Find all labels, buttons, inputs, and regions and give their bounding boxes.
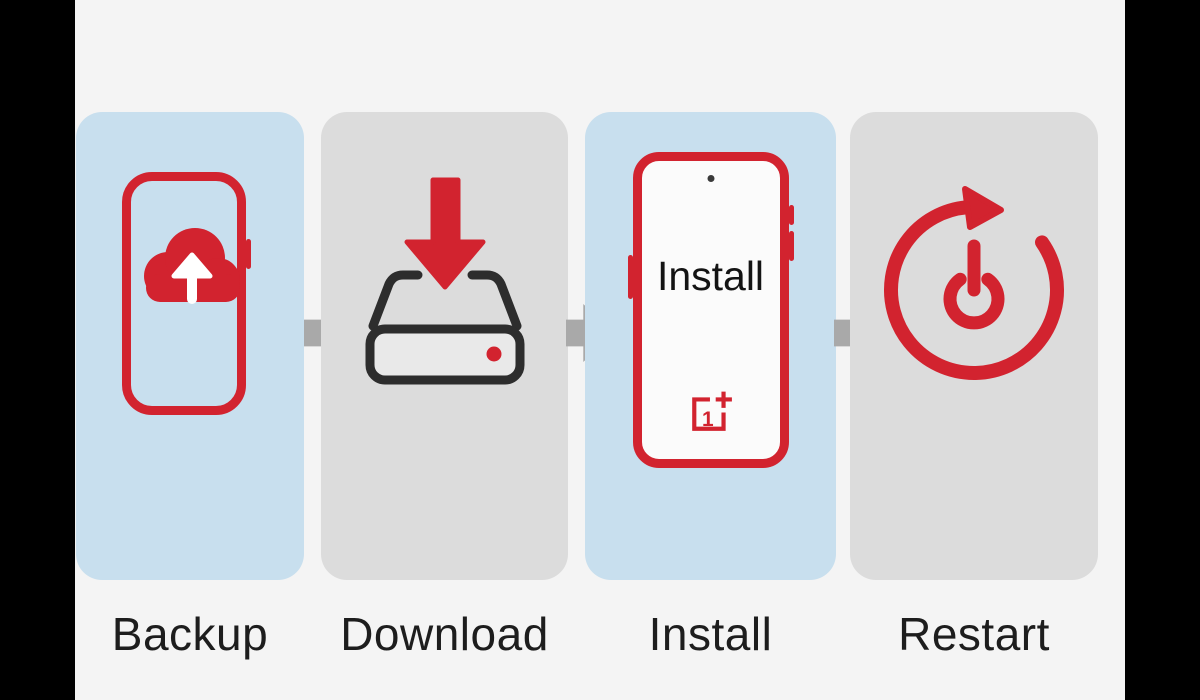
right-black-bar (1125, 0, 1200, 700)
phone-power-button (246, 239, 251, 269)
phone-outline-icon (122, 172, 251, 415)
phone-volume-button (788, 205, 794, 225)
restart-power-icon (864, 180, 1084, 405)
phone-camera-dot (707, 175, 714, 182)
step-label-install: Install (648, 608, 773, 660)
left-black-bar (0, 0, 75, 700)
phone-side-button (627, 255, 633, 299)
step-label-backup: Backup (111, 608, 269, 660)
step-label-restart: Restart (898, 608, 1050, 660)
download-drive-icon (363, 176, 527, 395)
oneplus-logo-digit: 1 (702, 408, 714, 431)
step-label-download: Download (340, 608, 549, 660)
step-card-install: Install 1 Install (585, 112, 836, 660)
oneplus-logo-icon: 1 (688, 389, 734, 440)
phone-screen-text: Install (656, 253, 765, 299)
step-card-backup: Backup (76, 112, 304, 660)
phone-power-button (788, 231, 794, 261)
step-card-restart: Restart (850, 112, 1098, 660)
phone-install-icon: Install 1 (627, 152, 794, 468)
step-card-download: Download (321, 112, 568, 660)
drive-led-dot (486, 346, 501, 362)
cloud-upload-icon (138, 224, 242, 309)
